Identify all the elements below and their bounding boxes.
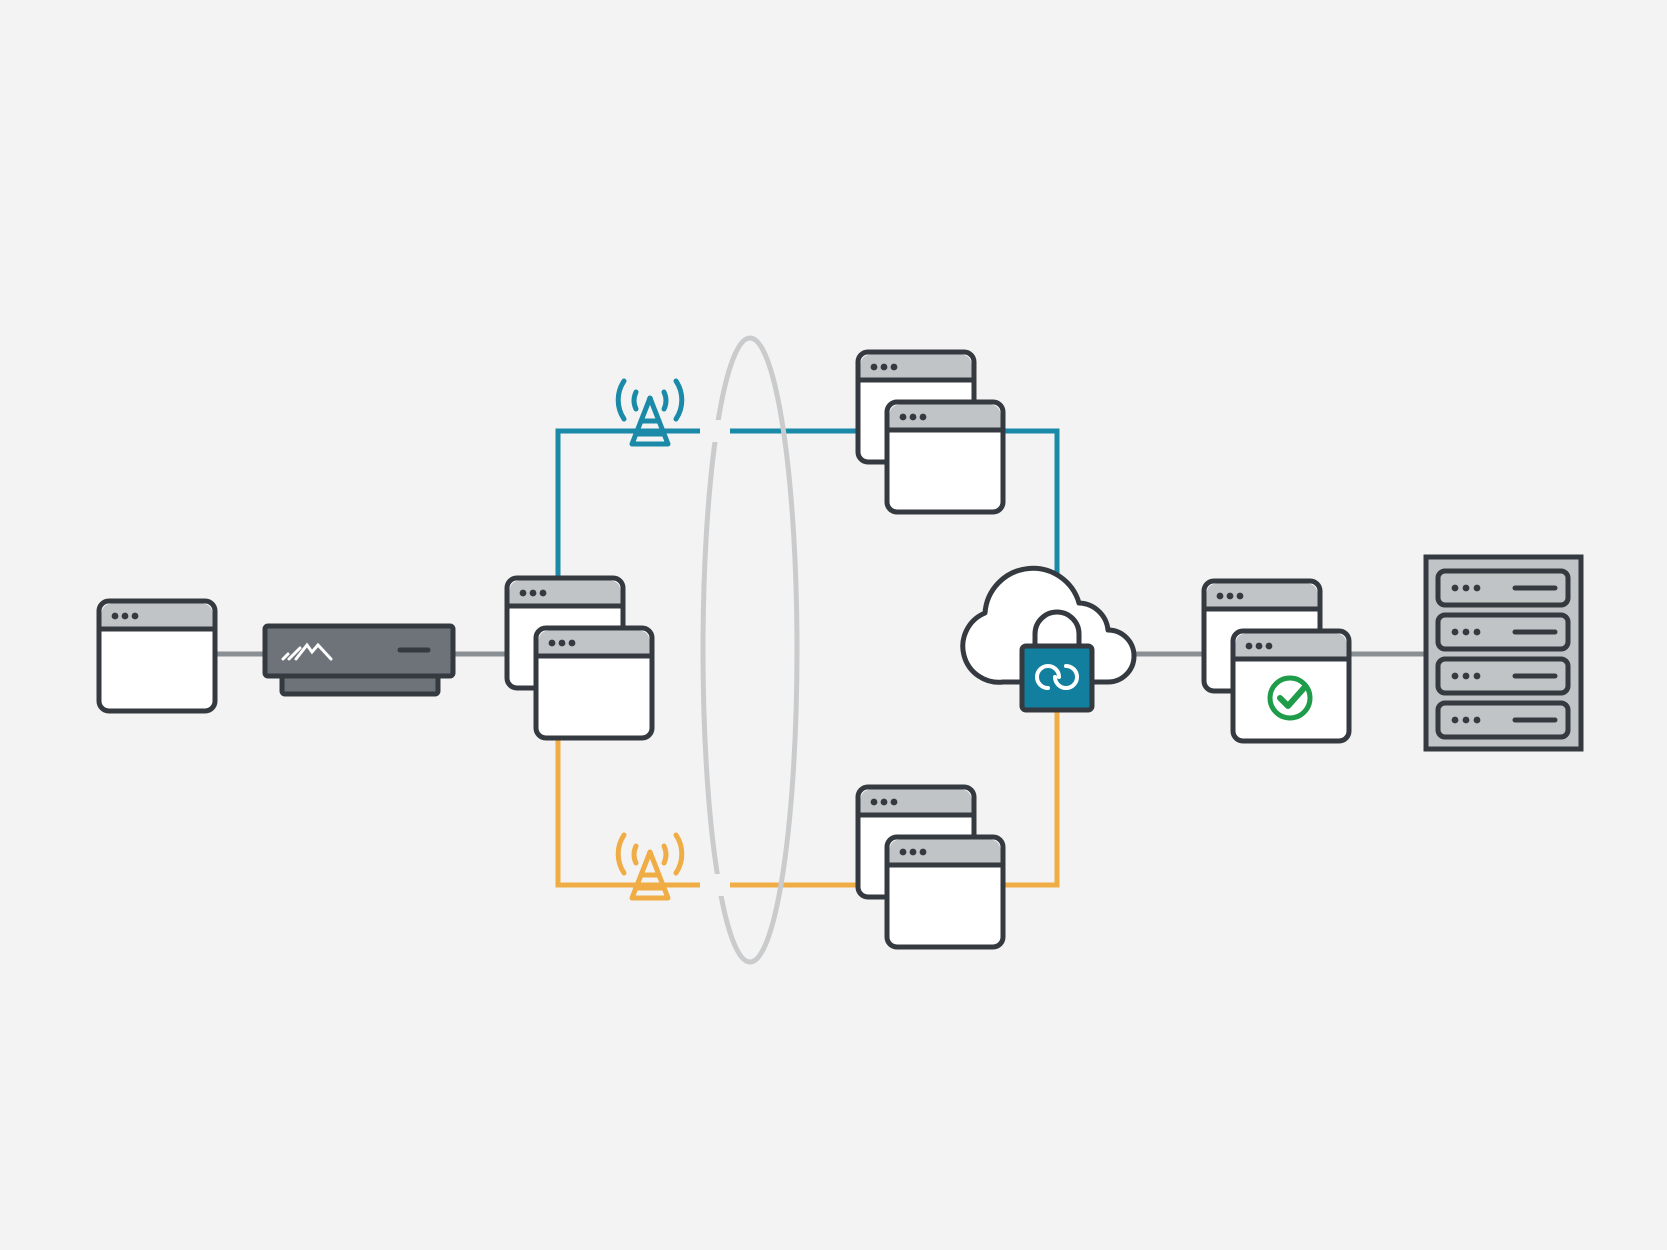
browser-window-icon — [99, 601, 215, 711]
links — [214, 428, 1427, 888]
cloud-lock-icon — [960, 565, 1137, 713]
cell-tower-icon — [615, 378, 685, 447]
browser-window-stack-icon — [858, 787, 1003, 947]
link-carrier-b — [555, 710, 1060, 888]
link-carrier-a — [555, 428, 1060, 590]
cell-tower-icon — [615, 832, 685, 901]
check-window-icon — [1204, 581, 1349, 741]
network-appliance-icon — [262, 623, 456, 697]
aggregation-ellipse — [700, 335, 800, 965]
server-rack-icon — [1423, 554, 1584, 752]
browser-window-stack-icon — [507, 578, 652, 738]
browser-window-stack-icon — [858, 352, 1003, 512]
